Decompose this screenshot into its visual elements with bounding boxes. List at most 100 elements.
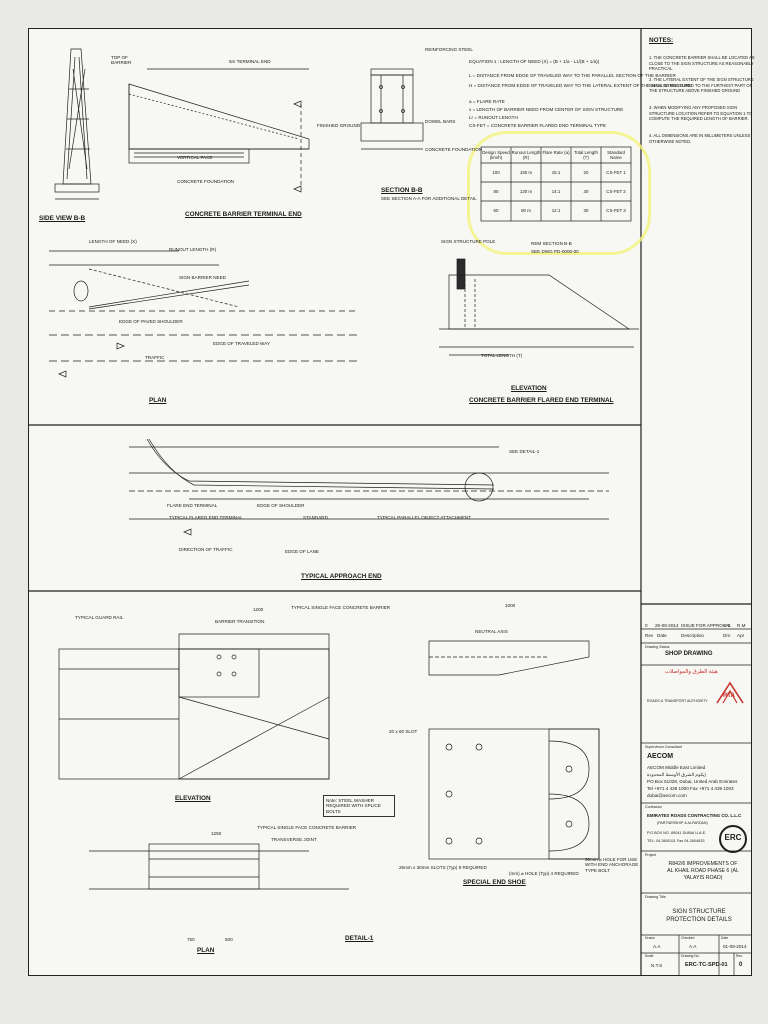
length-of-need-label: LENGTH OF NEED (X) [89,239,137,244]
consultant-name: AECOM [647,753,674,760]
rta-logo: RTA [715,681,745,705]
table-header-cell: Flare Rate (a) [542,150,570,155]
rta-logo-text: RTA [723,693,735,699]
top-of-barrier-label: TOP OF BARRIER [111,55,132,66]
detail-1-title: DETAIL-1 [345,935,374,942]
dim-750: 750 [187,937,195,942]
contractor-label: Contractor [645,805,662,809]
note-1: 1. THE CONCRETE BARRIER SHALL BE LOCATED… [649,55,755,72]
table-cell: CS-FET 1 [606,170,626,175]
sign-structure-pole-label: SIGN STRUCTURE POLE [441,239,496,244]
drawing-title: SIGN STRUCTURE PROTECTION DETAILS [666,909,732,923]
checked-value: A.A [689,944,697,949]
rev-row-drn: A.T [723,623,731,628]
edge-paved-shoulder-label: EDGE OF PAVED SHOULDER [119,319,183,324]
transverse-joint-label: TRANSVERSE JOINT [271,837,317,842]
concrete-foundation-label: CONCRETE FOUNDATION [177,179,235,184]
contractor-name: EMIRATES ROADS CONTRACTING CO. L.L.C [647,813,742,818]
consultant-email: dubai@aecom.com [647,793,687,798]
steel-washer-note: Note: STEEL WASHER REQUIRED WITH SPLICE … [323,795,395,817]
checked-label: Checked [681,936,695,940]
object-attach-label: TYPICAL PARALLEL OBJECT ATTACHMENT [377,515,472,520]
end-shoe-title: SPECIAL END SHOE [463,879,526,886]
runout-length-label: RUNOUT LENGTH (R) [169,247,217,252]
table-cell: 120 m [519,189,533,194]
table-cell: CS-FET 3 [606,208,626,213]
note-3: 3. WHEN MODIFYING ANY PROPOSED SIGN STRU… [649,105,753,122]
scale-label: Scale [645,954,654,958]
rev-row-rev: 0 [645,623,648,628]
date-label: Date [721,936,729,940]
edge-of-lane-label: EDGE OF LANE [285,549,319,554]
eq-x: x = LENGTH OF BARRIER NEED FROM CENTER O… [469,107,624,112]
elevation-bottom-drawing [58,633,330,780]
apr-header: Apr [737,633,745,638]
neutral-axis-label: NEUTRAL AXIS [475,629,508,634]
drawing-title-label: Drawing Title [645,895,666,899]
edge-of-shoulder-label: EDGE OF SHOULDER [257,503,305,508]
yellow-highlight-marker [467,131,651,255]
erc-logo-text: ERC [724,833,742,842]
equation-label: EQUATION 1 : LENGTH OF NEED (X) = (B + 1… [469,59,600,64]
single-face-barrier-label-2: TYPICAL SINGLE FACE CONCRETE BARRIER [257,825,357,830]
scale-value: N.T.S [651,963,663,968]
consultant-arabic: إيكوم الشرق الأوسط المحدودة [647,772,706,777]
elevation-top-title: ELEVATION [511,385,547,392]
table-cell: 80 m [521,208,531,213]
terminal-end-drawing [128,68,310,193]
typical-flared-end-label: TYPICAL FLARED END TERMINAL [169,515,243,520]
elevation-bottom-title: ELEVATION [175,795,211,802]
eq-lr: Lr = RUNOUT LENGTH [469,115,518,120]
terminal-end-dim: 5m TERMINAL END [229,59,271,64]
vertical-face-label: VERTICAL FACE [177,155,213,160]
consultant-tel: Tel +971 4 439 1000 Fax +971 4 439 1003 [647,786,734,791]
guard-rail-label: TYPICAL GUARD RAIL [75,615,124,620]
flared-terminal-title: CONCRETE BARRIER FLARED END TERMINAL [469,397,614,404]
foundation-label-2: CONCRETE FOUNDATION [425,147,483,152]
note-2: 2. THE LATERAL EXTENT OF THE SIGN STRUCT… [649,77,754,94]
drawing-no-label: Drawing No. [681,954,700,958]
date-header: Date [657,633,667,638]
section-bb-drawing [360,68,424,150]
table-cell: 60 [493,208,499,213]
table-cell: 12:1 [551,208,561,213]
drawing-number: ERC-TC-SPD-01 [685,962,728,968]
contractor-sub: (PARTNERSHIP & ALFARDAN) [657,821,708,825]
edge-traveled-way-label: EDGE OF TRAVELED WAY [213,341,271,346]
table-header-cell: Standard Name [607,150,625,160]
table-cell: 30 [583,189,589,194]
rem-section-label: REM SECTION B-B [531,241,572,246]
drawn-value: A.A [653,944,661,949]
section-note: SEE SECTION A-A FOR ADDITIONAL DETAIL [381,196,477,201]
side-view-drawing [54,48,100,200]
table-cell: 80 [493,189,499,194]
table-cell: 150 m [519,170,533,175]
elevation-flared-drawing [439,258,639,356]
drawing-sheet: NOTES: 1. THE CONCRETE BARRIER SHALL BE … [28,28,755,976]
single-face-barrier-label: TYPICAL SINGLE FACE CONCRETE BARRIER [291,605,391,610]
finished-ground-label: FINISHED GROUND [317,123,361,128]
detail-bottom-drawing [89,843,349,890]
authority-arabic: هيئة الطرق والمواصلات [665,669,718,675]
dowel-bars-label: DOWEL BARS [425,119,456,124]
table-cell: 14:1 [551,189,561,194]
table-header-cell: Runout Length (R) [511,150,541,160]
rev-label: Rev. [736,954,743,958]
consultant-address: PO Box 51028, Dubai, United Arab Emirate… [647,779,738,784]
dim-500: 500 [225,937,233,942]
project-name: R842/6 IMPROVEMENTS OF AL KHAIL ROAD PHA… [667,861,739,881]
date-value: 01-08-2014 [723,944,747,949]
flare-end-terminal-label: FLARE END TERMINAL [167,503,218,508]
rev-header: Rev [645,633,654,638]
plan-bottom-title: PLAN [197,947,215,954]
contractor-tel: TEL: 04-3600111 Fax 04-2604633 [647,839,705,843]
total-length-label: TOTAL LENGTH (T) [481,353,523,358]
traffic-label: TRAFFIC [145,355,165,360]
sign-barrier-need-label: SIGN BARRIER NEED [179,275,226,280]
dim-1000: 1000 [505,603,516,608]
consultant-sub: AECOM Middle East Limited [647,765,706,770]
eq-l1: L = DISTANCE FROM EDGE OF TRAVELED WAY T… [469,73,676,78]
drawing-status-label: Drawing Status [645,645,670,649]
plan-top-drawing [49,250,359,378]
rev-value: 0 [739,962,743,968]
